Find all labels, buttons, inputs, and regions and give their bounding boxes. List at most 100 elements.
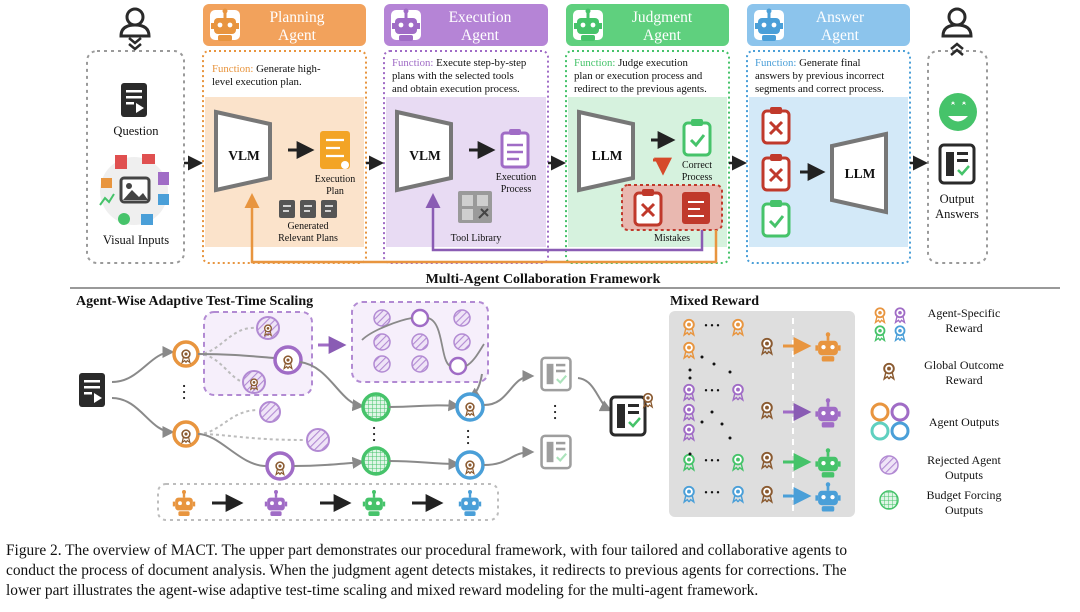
- input-panel: [86, 50, 185, 264]
- question-label: Question: [113, 124, 159, 138]
- execution-process-icon: [500, 129, 530, 169]
- judgment-title-2: Agent: [643, 27, 682, 44]
- user-icon-left: [119, 7, 151, 51]
- planning-function-label: Function:: [212, 63, 253, 75]
- figure-caption: Figure 2. The overview of MACT. The uppe…: [6, 541, 1076, 601]
- relevant-plans-icon: [279, 200, 337, 218]
- execution-model: VLM: [409, 148, 441, 163]
- candidate-answer-2: [540, 434, 572, 470]
- mixed-reward-panel: • • • • • • • • • • • •: [669, 311, 855, 517]
- execution-process-2: Process: [501, 184, 532, 195]
- flow-arrows: [184, 155, 928, 264]
- judgment-function-2: plan or execution process and: [574, 70, 703, 82]
- judgment-function-label: Function:: [574, 57, 615, 69]
- legend: Agent-Specific Reward Global Outcome Rew…: [870, 306, 1004, 517]
- answer-model: LLM: [845, 166, 876, 181]
- legend-label-5a: Budget Forcing: [927, 488, 1002, 502]
- scaling-tree: …: [79, 301, 654, 521]
- execution-process-1: Execution: [496, 172, 537, 183]
- legend-label-4b: Outputs: [945, 468, 983, 482]
- output-answers-1: Output: [940, 192, 975, 206]
- correct-process-icon: [682, 117, 712, 157]
- answer-agent: Answer Agent Function: Generate final an…: [746, 4, 911, 264]
- output-answers-icon: [938, 143, 976, 185]
- overview-diagram: Question Visual Inputs Planning Agent Fu…: [70, 4, 1060, 521]
- reward-dots-2: • • •: [704, 386, 720, 397]
- answer-function-label: Function:: [755, 57, 796, 69]
- scaling-ellipsis-2: …: [369, 425, 389, 443]
- answer-function-1: Generate final: [799, 57, 860, 69]
- scaling-title: Agent-Wise Adaptive Test-Time Scaling: [76, 294, 313, 309]
- execution-plan-1: Execution: [315, 174, 356, 185]
- legend-label-2b: Reward: [945, 373, 982, 387]
- mistake-icon-1: [633, 187, 663, 227]
- caption-line-3: lower part illustrates the agent-wise ad…: [6, 582, 759, 599]
- judgment-agent: Judgment Agent Function: Judge execution…: [565, 4, 730, 264]
- judgment-function-1: Judge execution: [618, 57, 688, 69]
- execution-function-label: Function:: [392, 57, 433, 69]
- execution-function-1: Execute step-by-step: [436, 57, 526, 69]
- execution-title-1: Execution: [449, 9, 512, 26]
- execution-agent: Execution Agent Function: Execute step-b…: [383, 4, 549, 264]
- legend-label-3a: Agent Outputs: [929, 415, 1000, 429]
- execution-plan-2: Plan: [326, 186, 344, 197]
- legend-label-1b: Reward: [945, 321, 982, 335]
- scaling-ellipsis-1: …: [179, 383, 199, 401]
- execution-plan-icon: [320, 131, 350, 169]
- caption-line-1: Figure 2. The overview of MACT. The uppe…: [6, 542, 848, 559]
- final-answer-icon: [609, 395, 647, 437]
- candidate-answer-1: [540, 356, 572, 392]
- user-icon-right: [941, 7, 973, 56]
- planning-title-2: Agent: [278, 27, 317, 44]
- output-answers-2: Answers: [935, 207, 979, 221]
- reward-dots-3: • • •: [704, 456, 720, 467]
- relevant-plans-2: Relevant Plans: [278, 233, 338, 244]
- reward-dots-1: • • •: [704, 321, 720, 332]
- happy-face-icon: [939, 93, 977, 131]
- question-icon: [121, 83, 147, 117]
- legend-label-4a: Rejected Agent: [927, 453, 1001, 467]
- reward-dots-4: • • •: [704, 488, 720, 499]
- execution-function-2: plans with the selected tools: [392, 70, 514, 82]
- svg-text:Function: Judge execution: Function: Judge execution: [574, 57, 689, 69]
- tool-library-icon: [458, 191, 492, 223]
- mixed-reward-title: Mixed Reward: [670, 294, 759, 309]
- planning-agent: Planning Agent Function: Generate high- …: [202, 4, 367, 264]
- scaling-input-icon: [79, 373, 105, 407]
- correct-process-1: Correct: [682, 160, 712, 171]
- answer-title-1: Answer: [816, 9, 865, 26]
- framework-title: Multi-Agent Collaboration Framework: [426, 272, 661, 287]
- answer-function-2: answers by previous incorrect: [755, 70, 884, 82]
- legend-label-1a: Agent-Specific: [928, 306, 1001, 320]
- execution-title-2: Agent: [461, 27, 500, 44]
- correct-segment-icon: [761, 198, 791, 238]
- svg-text:Function: Execute step-by-step: Function: Execute step-by-step: [392, 57, 526, 69]
- judgment-title-1: Judgment: [632, 9, 693, 26]
- planning-model: VLM: [228, 148, 260, 163]
- scaling-ellipsis-4: …: [550, 403, 570, 421]
- tool-library-label: Tool Library: [451, 233, 502, 244]
- incorrect-segment-icon-2: [761, 152, 791, 192]
- relevant-plans-1: Generated: [287, 221, 328, 232]
- mistake-icon-2: [682, 192, 710, 224]
- mistakes-label: Mistakes: [654, 233, 690, 244]
- judgment-function-3: redirect to the previous agents.: [574, 83, 707, 95]
- visual-inputs-label: Visual Inputs: [103, 233, 169, 247]
- visual-inputs-icon: [99, 154, 169, 225]
- answer-function-3: segments and correct process.: [755, 83, 884, 95]
- legend-label-5b: Outputs: [945, 503, 983, 517]
- planning-function-1: Generate high-: [256, 63, 321, 75]
- caption-line-2: conduct the process of document analysis…: [6, 562, 847, 579]
- incorrect-segment-icon-1: [761, 105, 791, 145]
- correct-process-2: Process: [682, 172, 713, 183]
- execution-function-3: and obtain execution process.: [392, 83, 520, 95]
- execution-step-grid: [361, 308, 485, 376]
- svg-text:Function: Generate final: Function: Generate final: [755, 57, 861, 69]
- legend-label-2a: Global Outcome: [924, 358, 1004, 372]
- judgment-model: LLM: [592, 148, 623, 163]
- planning-function-2: level execution plan.: [212, 76, 302, 88]
- svg-text:Function: Generate high-: Function: Generate high-: [212, 63, 321, 75]
- answer-title-2: Agent: [821, 27, 860, 44]
- scaling-ellipsis-3: …: [463, 428, 483, 446]
